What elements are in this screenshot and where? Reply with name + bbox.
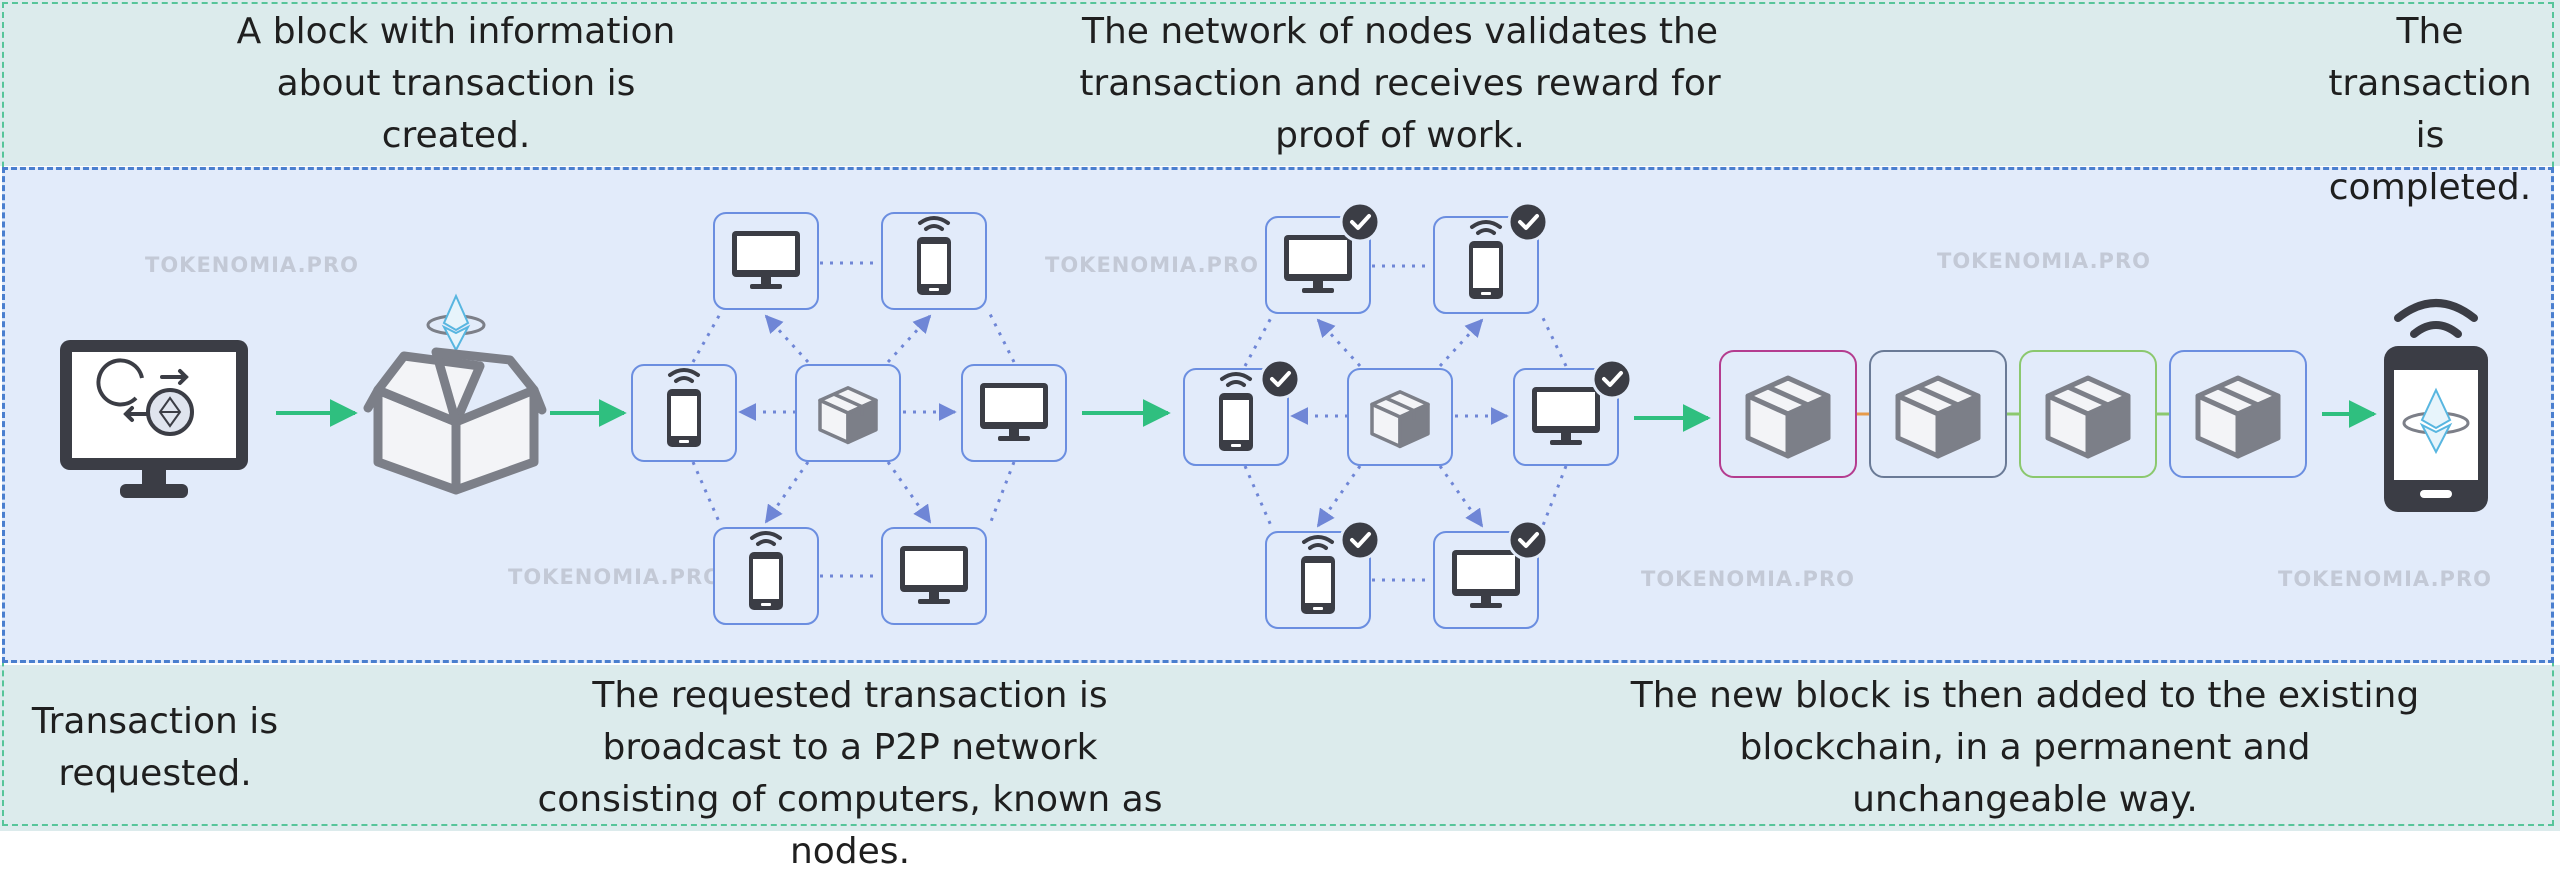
completed-phone-icon — [2384, 299, 2488, 512]
request-monitor-icon — [60, 340, 248, 498]
check-icon — [1507, 201, 1549, 243]
blockchain — [1719, 350, 2307, 478]
validated-node — [1513, 358, 1633, 466]
validated-node — [1265, 201, 1381, 314]
check-icon — [1339, 519, 1381, 561]
caption-validate: The network of nodes validates the trans… — [1079, 11, 1721, 156]
blockchain-flow-diagram — [60, 201, 2488, 629]
network-hub-block — [795, 364, 901, 462]
chain-block — [2019, 350, 2157, 478]
check-icon — [1259, 358, 1301, 400]
validated-node — [1433, 201, 1549, 314]
exchange-icon — [96, 358, 194, 436]
caption-added: The new block is then added to the exist… — [1630, 675, 2420, 820]
network-node — [631, 364, 737, 462]
network-node — [961, 364, 1067, 462]
chain-block — [1869, 350, 2007, 478]
validated-node — [1265, 519, 1381, 629]
check-icon — [1591, 358, 1633, 400]
check-icon — [1339, 201, 1381, 243]
top-caption-band — [0, 0, 2560, 166]
p2p-network — [691, 261, 1016, 578]
new-block-box-icon — [363, 293, 547, 495]
chain-block — [1719, 350, 1857, 478]
watermark: TOKENOMIA.PRO — [1045, 253, 1259, 277]
network-node — [713, 527, 819, 625]
caption-broadcast: The requested transaction is broadcast t… — [537, 675, 1163, 872]
watermark: TOKENOMIA.PRO — [2278, 567, 2492, 591]
ethereum-icon — [2402, 387, 2470, 455]
validated-node — [1183, 358, 1301, 466]
watermark: TOKENOMIA.PRO — [1937, 249, 2151, 273]
wifi-icon — [2394, 299, 2478, 338]
caption-completed: The transaction is completed. — [2328, 11, 2532, 208]
validated-node — [1433, 519, 1549, 629]
caption-block-created: A block with information about transacti… — [236, 11, 676, 156]
chain-block — [2169, 350, 2307, 478]
network-node — [881, 527, 987, 625]
ethereum-icon — [426, 293, 486, 353]
network-node — [881, 212, 987, 310]
validated-network — [1243, 264, 1568, 582]
network-node — [713, 212, 819, 310]
watermark: TOKENOMIA.PRO — [1641, 567, 1855, 591]
bottom-caption-band — [0, 665, 2560, 831]
watermark: TOKENOMIA.PRO — [145, 253, 359, 277]
validated-hub-block — [1347, 368, 1453, 466]
caption-requested: Transaction is requested. — [31, 701, 279, 794]
watermark: TOKENOMIA.PRO — [508, 565, 722, 589]
check-icon — [1507, 519, 1549, 561]
